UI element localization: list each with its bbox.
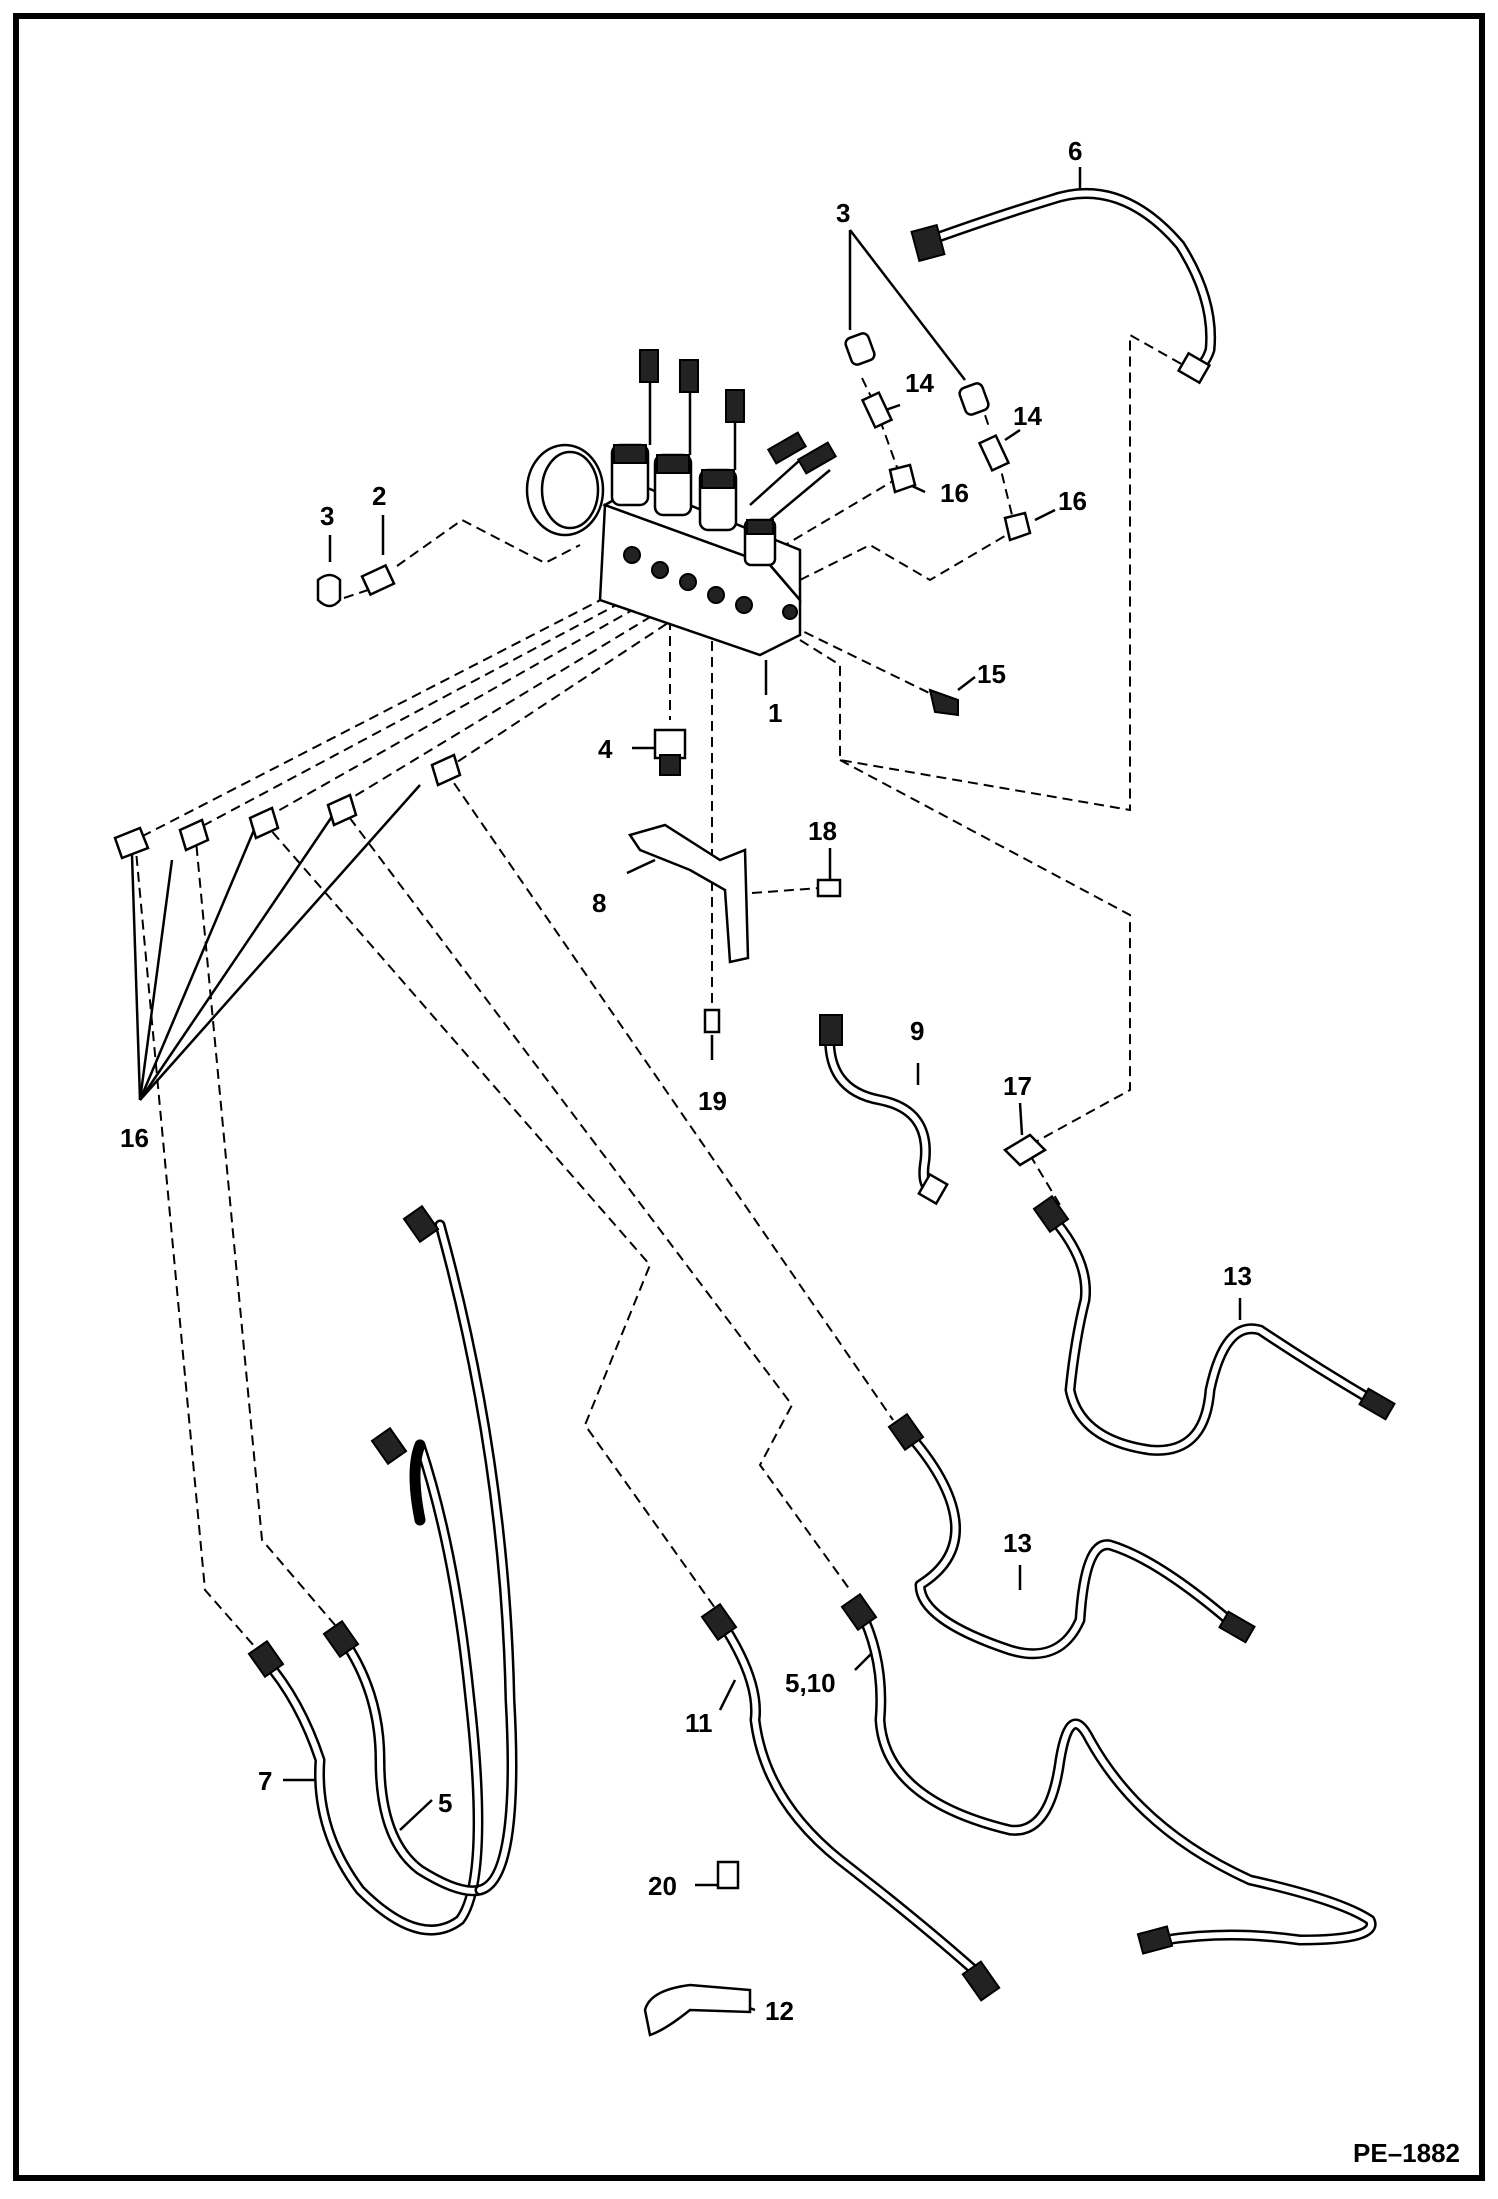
- part-4: [653, 728, 687, 760]
- solenoid-cartridges: [610, 443, 777, 567]
- callout-2: 2: [372, 481, 386, 511]
- callout-4: 4: [598, 734, 613, 764]
- callout-16-left: 16: [120, 1123, 149, 1153]
- callout-1: 1: [768, 698, 782, 728]
- cap-3-a: [844, 332, 876, 366]
- cap-3-b: [958, 382, 990, 416]
- cap-3-left: [316, 573, 342, 608]
- callout-6: 6: [1068, 136, 1082, 166]
- callout-5-10: 5,10: [785, 1668, 836, 1698]
- bolt-20: [716, 1860, 740, 1890]
- fitting-16-b: [1003, 511, 1032, 542]
- callout-14-a: 14: [905, 368, 934, 398]
- fitting-15: [928, 688, 959, 717]
- callout-14-b: 14: [1013, 401, 1042, 431]
- fitting-14-a: [860, 390, 894, 430]
- callout-5: 5: [438, 1788, 452, 1818]
- fitting-14-b: [977, 433, 1011, 473]
- wire-leads: [639, 349, 838, 521]
- callout-13-upper: 13: [1223, 1261, 1252, 1291]
- callout-15: 15: [977, 659, 1006, 689]
- valve-ports: [623, 546, 798, 620]
- drawing-code: PE–1882: [1353, 2138, 1460, 2168]
- callout-17: 17: [1003, 1071, 1032, 1101]
- connection-lines: [134, 333, 1193, 1656]
- callout-7: 7: [258, 1766, 272, 1796]
- fitting-16-a: [888, 463, 917, 494]
- small-parts: [113, 332, 1048, 2037]
- callout-12: 12: [765, 1996, 794, 2026]
- callout-16-right: 16: [1058, 486, 1087, 516]
- bolt-19: [703, 1008, 721, 1034]
- callout-8: 8: [592, 888, 606, 918]
- callout-3-right: 3: [836, 198, 850, 228]
- callout-13-lower: 13: [1003, 1528, 1032, 1558]
- callout-16-upper: 16: [940, 478, 969, 508]
- callouts: 1 2 3 3 4 5 5,10 6 7 8 9 11 12 13 13 14 …: [120, 136, 1252, 2026]
- callout-20: 20: [648, 1871, 677, 1901]
- clamp-12: [643, 1983, 752, 2037]
- elbow-fittings-16: [113, 753, 462, 860]
- hoses: [259, 188, 1386, 1986]
- hose-fittings: [247, 223, 1396, 2002]
- callout-9: 9: [910, 1016, 924, 1046]
- callout-18: 18: [808, 816, 837, 846]
- callout-11: 11: [685, 1708, 713, 1738]
- diagram-border: [13, 13, 1485, 2181]
- tee-17: [1002, 1133, 1048, 1167]
- bolt-18: [816, 878, 842, 898]
- callout-19: 19: [698, 1086, 727, 1116]
- fitting-2: [360, 563, 396, 597]
- bracket-8: [628, 823, 750, 964]
- callout-3-left: 3: [320, 501, 334, 531]
- valve-block: [525, 349, 838, 657]
